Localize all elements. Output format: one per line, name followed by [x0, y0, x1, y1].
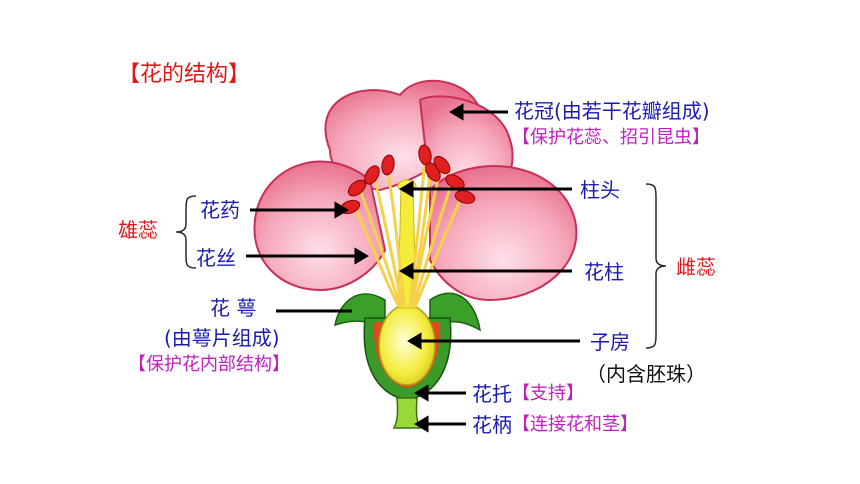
corolla-label: 花冠(由若干花瓣组成) [514, 99, 710, 123]
receptacle-function: 【支持】 [512, 383, 584, 404]
ovary-shape [378, 304, 436, 386]
ovary-label: 子房 [590, 330, 630, 354]
stamen-label: 雄蕊 [118, 218, 158, 242]
anthers [339, 144, 476, 215]
stigma-label: 柱头 [580, 178, 620, 202]
filaments [353, 158, 464, 307]
leader-arrows [246, 103, 580, 433]
page-title: 【花的结构】 [118, 62, 251, 87]
calyx-note: (由萼片组成) [164, 326, 280, 350]
pedicel-stalk [392, 397, 422, 429]
corolla-function: 【保护花蕊、招引昆虫】 [512, 127, 710, 148]
calyx-function: 【保护花内部结构】 [128, 354, 290, 375]
filament-label: 花丝 [196, 246, 236, 270]
style-label: 花柱 [584, 260, 624, 284]
stamen-brace [175, 195, 197, 269]
anther-label: 花药 [200, 198, 240, 222]
pedicel-label: 花柄 [472, 413, 512, 437]
pistil-label: 雌蕊 [676, 255, 716, 279]
ovary-note: （内含胚珠） [586, 362, 706, 386]
pistil-brace [645, 183, 667, 349]
receptacle-label: 花托 [472, 382, 512, 406]
corolla-petals [253, 79, 578, 302]
calyx-label: 花 萼 [210, 296, 257, 320]
pedicel-function: 【连接花和茎】 [512, 414, 638, 435]
